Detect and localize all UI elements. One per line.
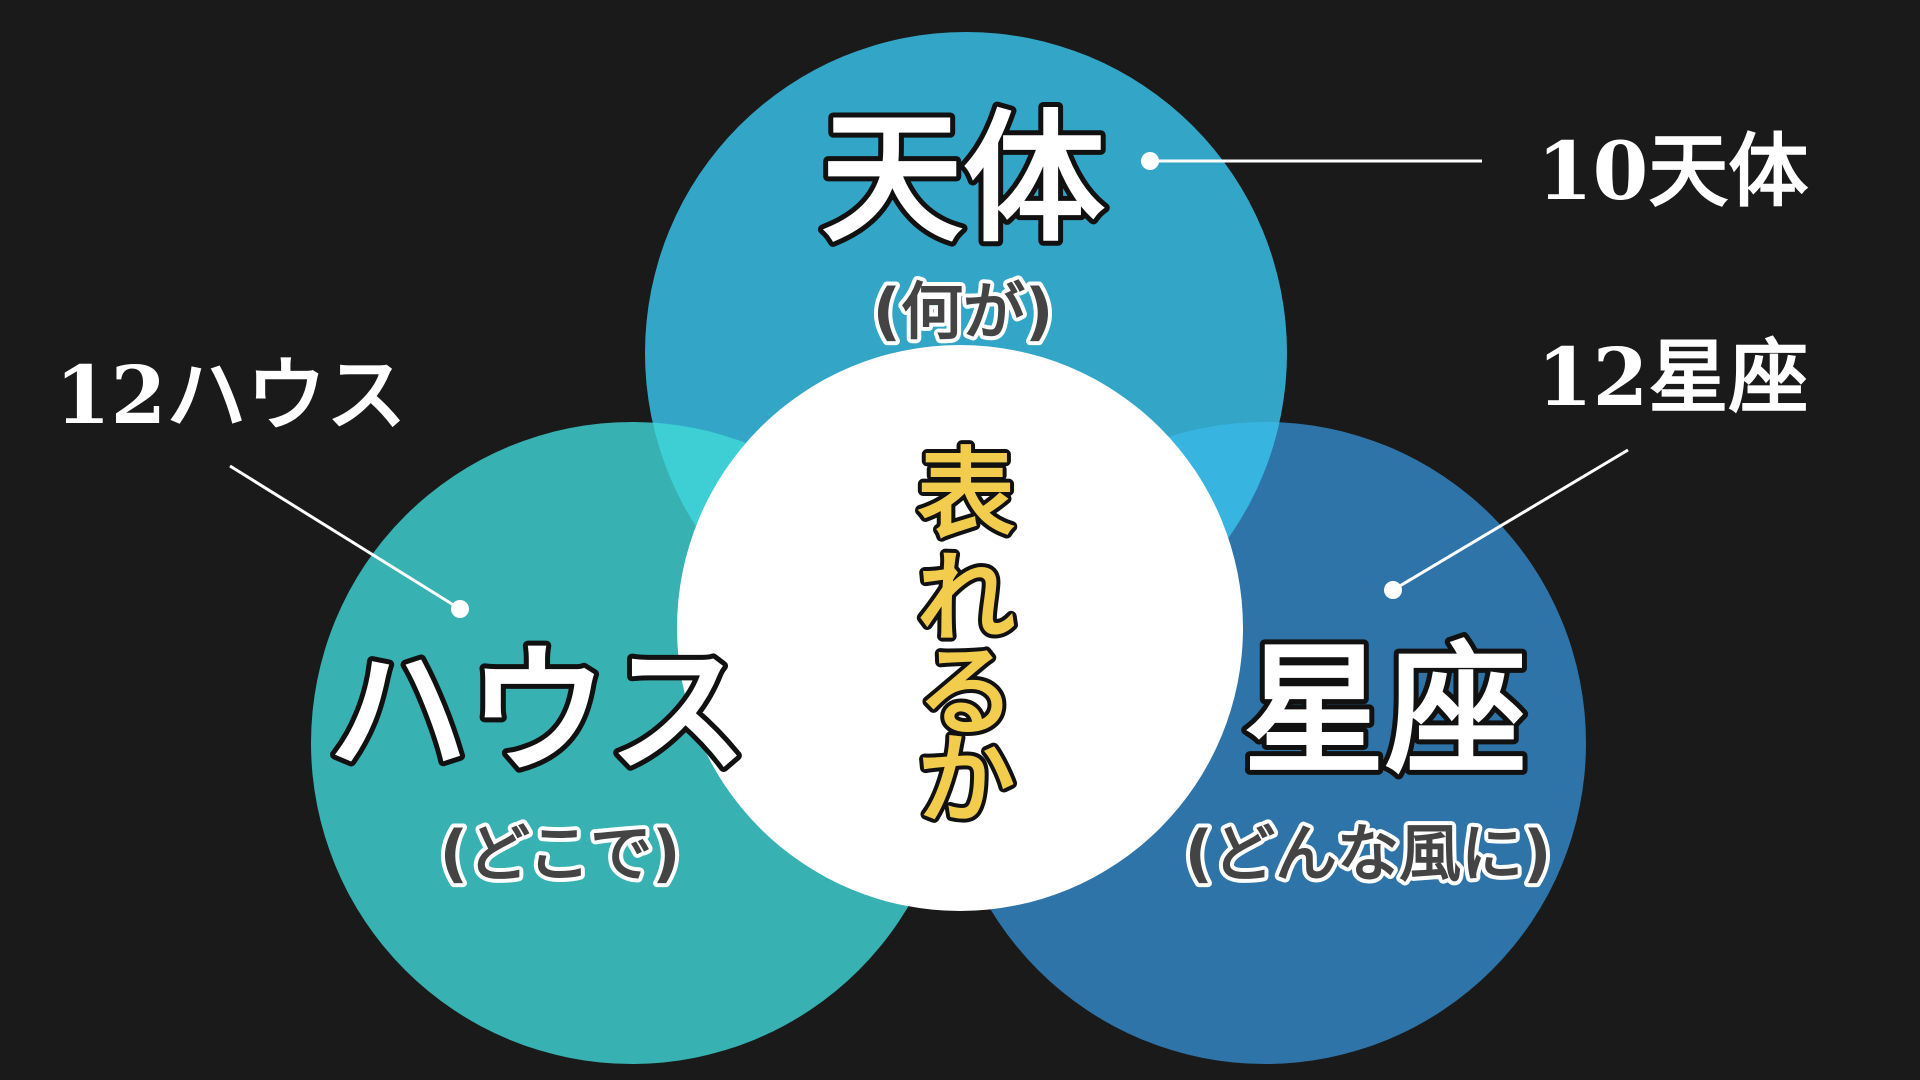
outer-label-zodiac: 12星座 — [1537, 330, 1808, 424]
center-char-4: か — [917, 724, 1015, 838]
leader-line-house — [229, 464, 461, 611]
leader-dot-house — [451, 600, 469, 618]
subtitle-house: (どこで) — [440, 817, 681, 890]
center-char-2: れ — [917, 542, 1015, 656]
subtitle-planets: (何が) — [873, 275, 1054, 348]
title-planets: 天体 — [821, 96, 1105, 262]
leader-dot-planets — [1141, 152, 1159, 170]
leader-line-zodiac — [1392, 448, 1629, 592]
outer-label-planets: 10天体 — [1537, 124, 1808, 218]
title-zodiac: 星座 — [1243, 628, 1527, 794]
outer-label-house: 12ハウス — [55, 348, 406, 442]
circle-center — [677, 345, 1243, 911]
leader-dot-zodiac — [1384, 581, 1402, 599]
title-house: ハウス — [328, 630, 748, 794]
subtitle-zodiac: (どんな風に) — [1185, 817, 1552, 890]
center-char-3: る — [917, 636, 1015, 750]
center-char-1: 表 — [917, 438, 1015, 552]
